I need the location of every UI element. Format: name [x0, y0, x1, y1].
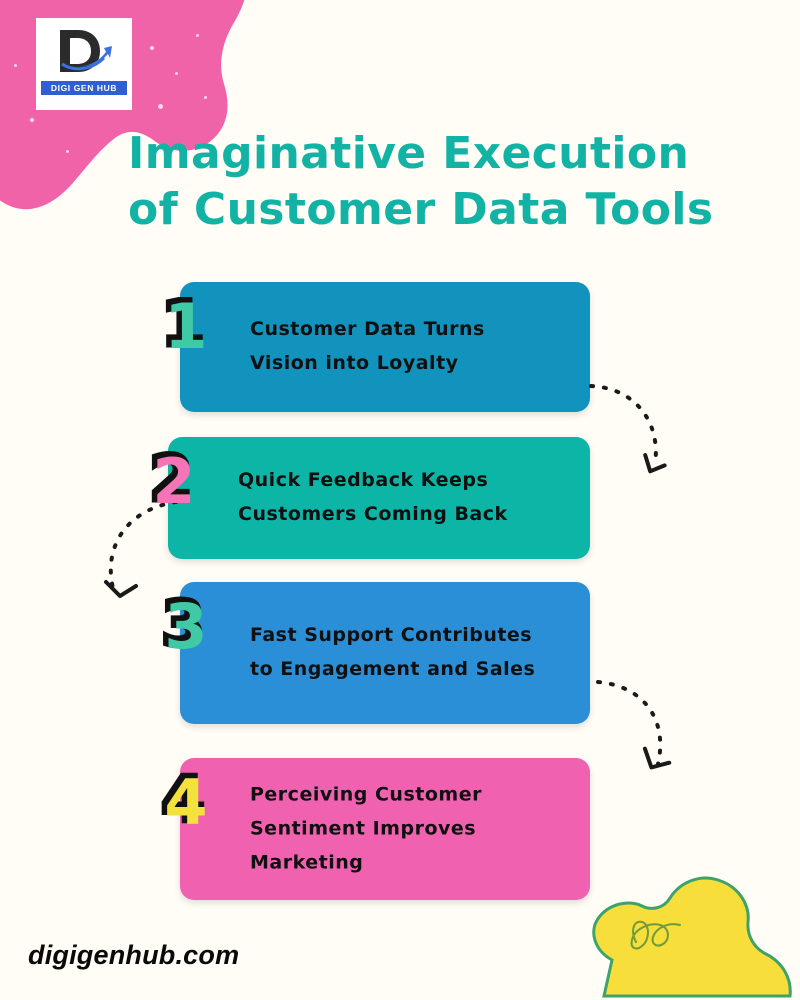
step-number-2-outline: 2: [147, 440, 195, 518]
arrow-step2-to-step3: [104, 500, 178, 598]
step-1-line-1: Customer Data Turns: [250, 318, 485, 341]
step-card-2[interactable]: 2 2 Quick Feedback Keeps Customers Comin…: [147, 437, 590, 559]
logo-banner-text: DIGI GEN HUB: [41, 81, 127, 95]
brand-logo[interactable]: DIGI GEN HUB: [36, 18, 132, 110]
arrow-step1-to-step2: [589, 384, 667, 474]
step-number-1: 1 1: [154, 285, 218, 364]
title-line-1: Imaginative Execution: [128, 128, 690, 179]
step-card-1[interactable]: 1 1 Customer Data Turns Vision into Loya…: [159, 282, 590, 412]
step-card-1-text: Customer Data Turns Vision into Loyalty: [250, 313, 570, 381]
step-4-line-1: Perceiving Customer: [250, 783, 482, 806]
step-2-line-2: Customers Coming Back: [238, 503, 508, 525]
page-title: Imaginative Execution of Customer Data T…: [128, 126, 728, 239]
step-card-4-text: Perceiving Customer Sentiment Improves M…: [250, 778, 570, 879]
step-number-3-fill: 3: [164, 590, 208, 663]
step-number-4: 4 4: [154, 761, 218, 840]
step-3-line-2: to Engagement and Sales: [250, 658, 536, 680]
footer-website-url[interactable]: digigenhub.com: [28, 940, 240, 970]
step-number-1-outline: 1: [159, 285, 207, 363]
arrow-step3-to-step4: [596, 680, 672, 770]
step-1-line-2: Vision into Loyalty: [250, 352, 459, 374]
step-4-line-3: Marketing: [250, 850, 364, 873]
d-letter-swoosh-icon: [58, 30, 112, 72]
step-card-2-text: Quick Feedback Keeps Customers Coming Ba…: [238, 464, 570, 532]
title-line-2: of Customer Data Tools: [128, 184, 714, 236]
step-number-4-outline: 4: [159, 761, 207, 839]
step-card-3[interactable]: 3 3 Fast Support Contributes to Engageme…: [159, 582, 590, 724]
step-number-4-fill: 4: [164, 766, 208, 839]
step-4-line-2: Sentiment Improves: [250, 817, 477, 840]
step-card-3-text: Fast Support Contributes to Engagement a…: [250, 619, 570, 687]
step-card-4[interactable]: 4 4 Perceiving Customer Sentiment Improv…: [159, 758, 590, 900]
step-number-1-fill: 1: [164, 290, 208, 363]
step-3-line-1: Fast Support Contributes: [250, 624, 533, 647]
step-number-2: 2 2: [142, 440, 206, 519]
step-number-3: 3 3: [154, 585, 218, 664]
step-2-line-1: Quick Feedback Keeps: [238, 469, 489, 492]
step-number-2-fill: 2: [152, 445, 196, 518]
step-number-3-outline: 3: [159, 585, 207, 663]
